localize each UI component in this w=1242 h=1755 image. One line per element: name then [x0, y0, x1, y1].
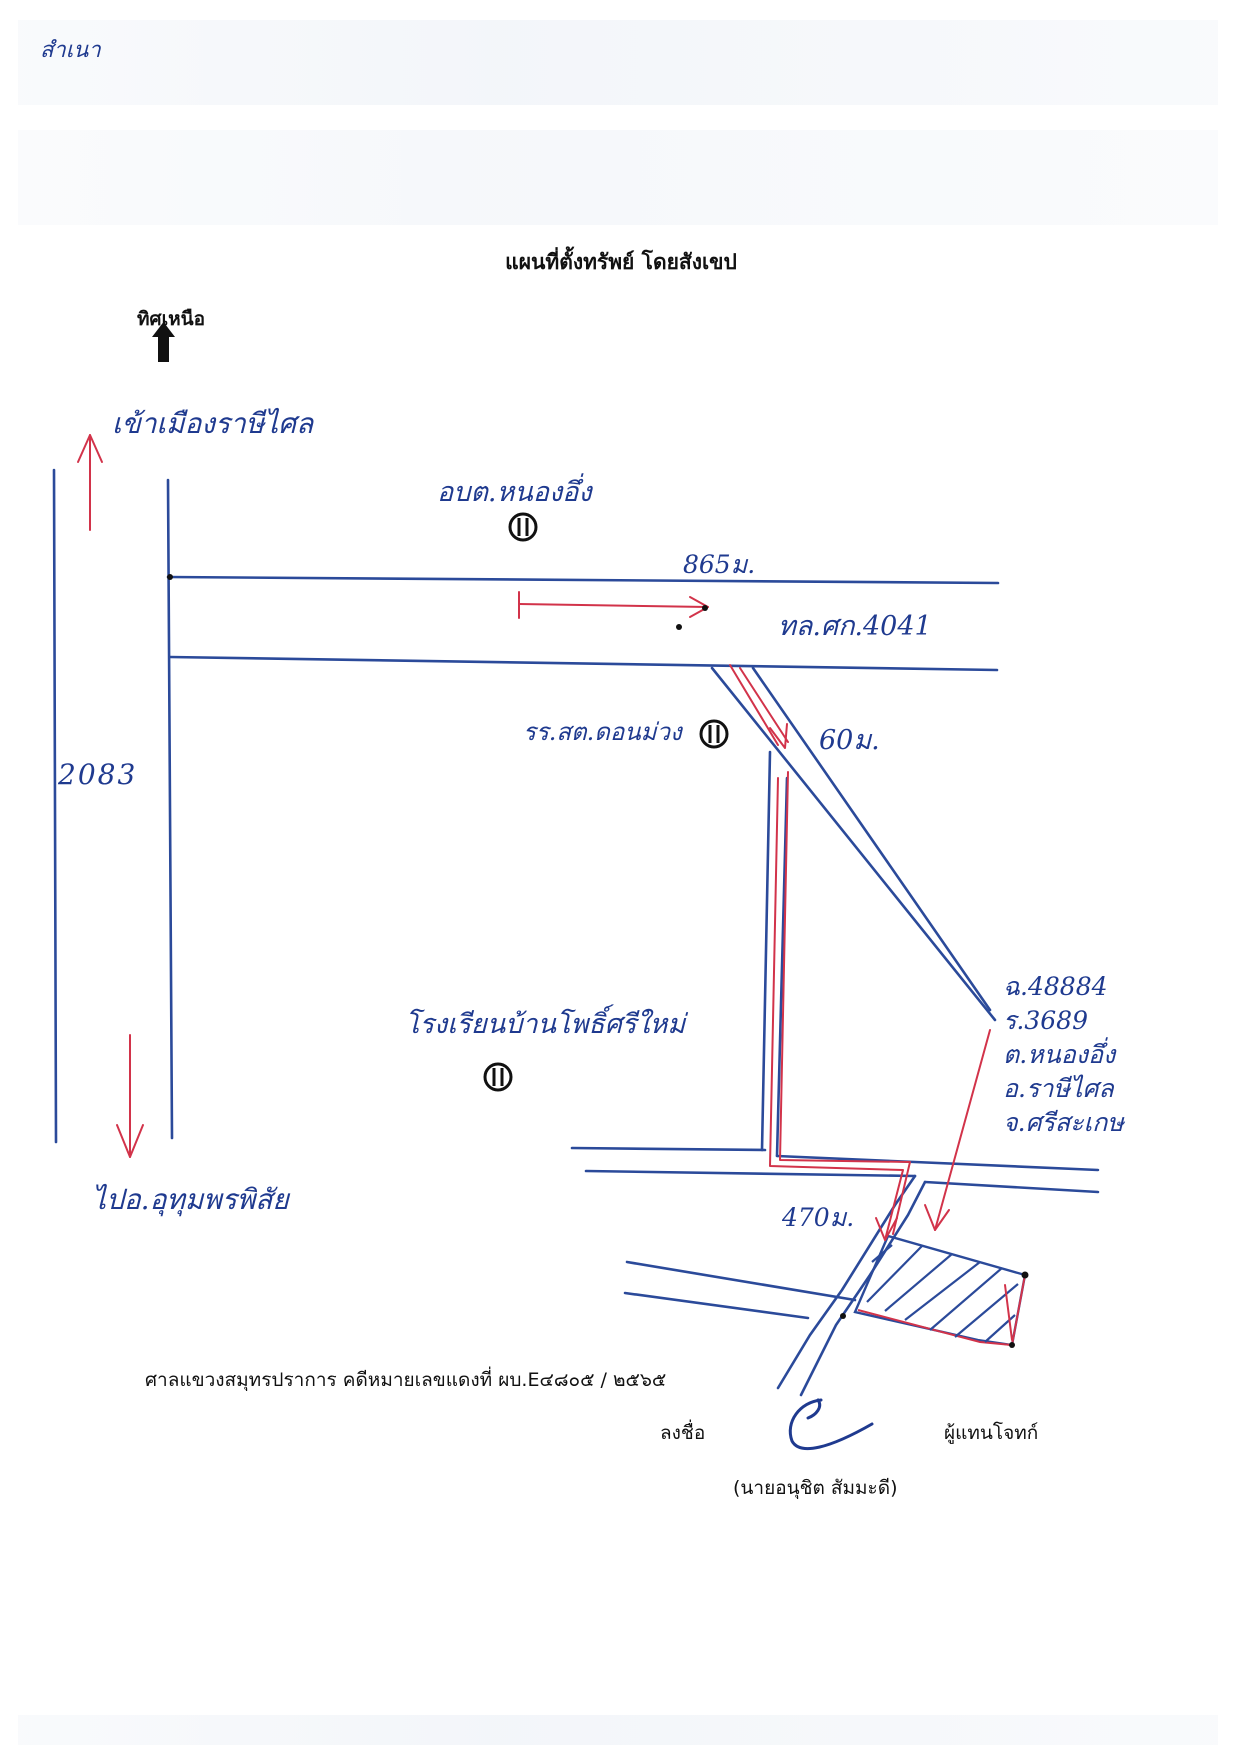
- north-arrow-icon: [152, 322, 175, 362]
- cross-road-south-east: [923, 1180, 1100, 1194]
- road-number-2083: 2083: [58, 758, 138, 791]
- scan-artifact-bottom: [18, 1715, 1218, 1745]
- school-symbol-icon: [483, 1062, 513, 1092]
- distance-865: 865ม.: [683, 550, 756, 579]
- deed-line: จ.ศรีสะเกษ: [1003, 1108, 1124, 1137]
- corner-note: สำเนา: [40, 38, 101, 63]
- signature-mark: [788, 1398, 874, 1450]
- deed-info: ฉ.48884 ร.3689 ต.หนองอึ่ง อ.ราษีไศล จ.ศร…: [1003, 970, 1124, 1140]
- school-symbol-icon: [508, 512, 538, 542]
- side-road-east-edge: [751, 666, 992, 1012]
- north-label: ทิศเหนือ: [137, 308, 206, 330]
- route-from-main-road: [729, 664, 789, 746]
- spur-road-north: [625, 1260, 857, 1302]
- label-obt: อบต.หนองอึ่ง: [437, 477, 592, 508]
- road-4041-south-edge: [168, 655, 999, 672]
- spur-road-south: [623, 1291, 810, 1320]
- deed-pointer: [934, 1029, 991, 1231]
- road-network: [52, 468, 1100, 1397]
- distance-470: 470ม.: [782, 1203, 855, 1232]
- label-school-1: รร.สต.ดอนม่วง: [523, 718, 682, 746]
- lane-west-edge: [760, 750, 772, 1152]
- representative-name: (นายอนุชิต สัมมะดี): [733, 1477, 898, 1499]
- direction-to-city: เข้าเมืองราษีไศล: [112, 407, 314, 440]
- side-road-west-edge: [710, 666, 997, 1022]
- deed-line: ร.3689: [1003, 1006, 1088, 1035]
- road-4041-north-edge: [166, 575, 1000, 585]
- label-road-4041: ทล.ศก.4041: [778, 611, 932, 642]
- court-case-line: ศาลแขวงสมุทรปราการ คดีหมายเลขแดงที่ ผบ.E…: [145, 1369, 667, 1391]
- road-2083-west-edge: [52, 468, 58, 1144]
- cross-road-north-east: [775, 1154, 1100, 1172]
- lane-east-edge: [775, 776, 789, 1158]
- direction-to-uthumphon: ไปอ.อุทุมพรพิสัย: [92, 1183, 289, 1216]
- deed-line: อ.ราษีไศล: [1003, 1074, 1114, 1103]
- signed-label: ลงชื่อ: [660, 1422, 706, 1444]
- label-school-2: โรงเรียนบ้านโพธิ์ศรีใหม่: [405, 1009, 686, 1040]
- document-title: แผนที่ตั้งทรัพย์ โดยสังเขป: [505, 250, 737, 274]
- road-2083-east-edge: [166, 478, 174, 1140]
- cross-road-north-west: [570, 1146, 767, 1152]
- school-symbol-icon: [699, 719, 729, 749]
- representative-label: ผู้แทนโจทก์: [944, 1422, 1039, 1444]
- deed-line: ต.หนองอึ่ง: [1003, 1040, 1116, 1069]
- scan-artifact-top-2: [18, 130, 1218, 225]
- route-markings: [77, 434, 1013, 1341]
- route-down-lane: [769, 777, 904, 1241]
- land-plot: [840, 1234, 1029, 1348]
- deed-line: ฉ.48884: [1003, 972, 1108, 1001]
- scan-artifact-top: [18, 20, 1218, 105]
- distance-60: 60ม.: [819, 725, 880, 756]
- distance-arrow-865: [518, 603, 709, 608]
- cross-road-south-west: [584, 1169, 917, 1178]
